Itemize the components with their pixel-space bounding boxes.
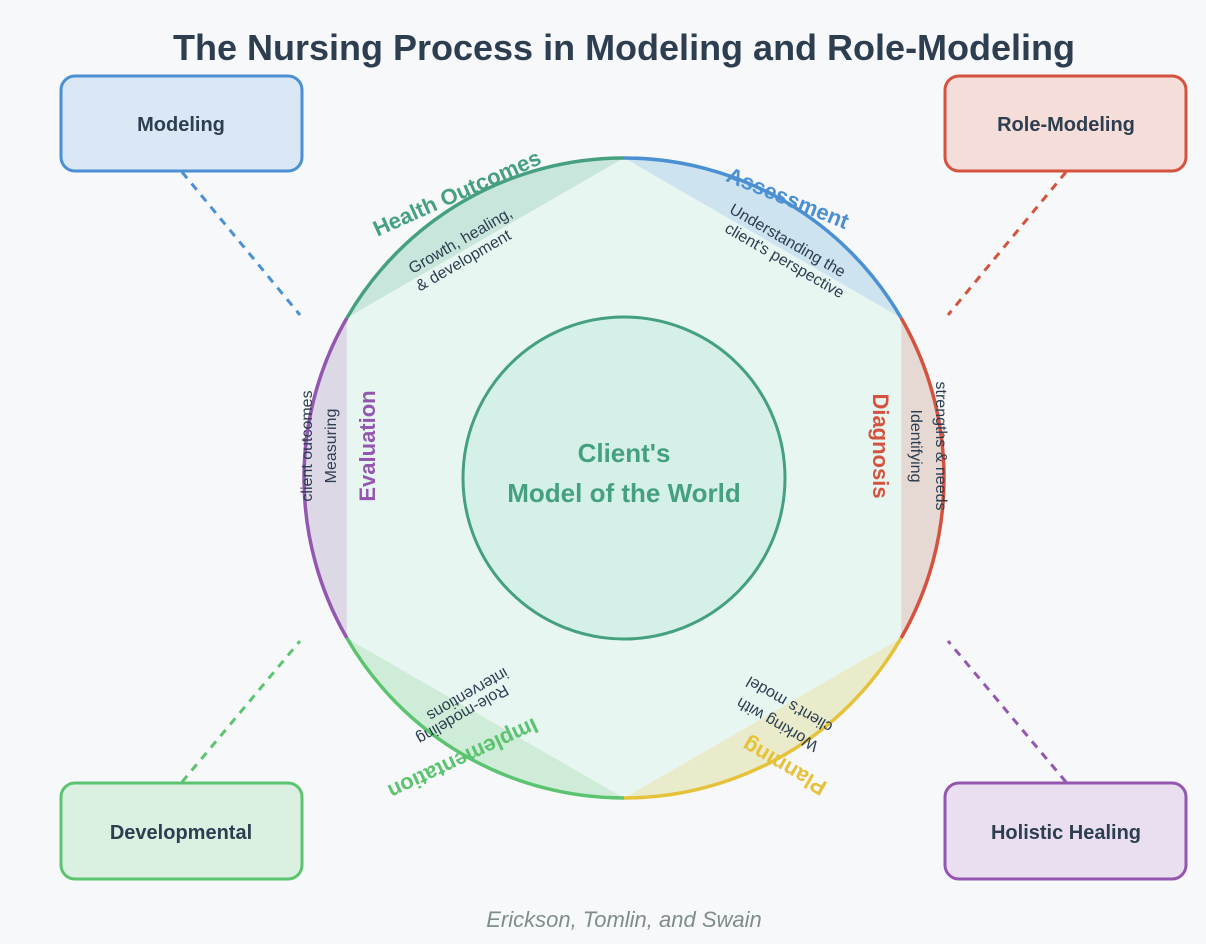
center-title-line2: Model of the World <box>507 478 741 508</box>
corner-label-modeling: Modeling <box>137 114 225 136</box>
connector-developmental <box>180 640 302 783</box>
arc-assessment <box>623 156 903 319</box>
footer-attribution: Erickson, Tomlin, and Swain <box>486 907 762 932</box>
center-title-line1: Client's <box>578 438 671 468</box>
phase-desc-diagnosis-2: strengths & needs <box>932 382 949 511</box>
corner-role-modeling[interactable]: Role-Modeling <box>943 74 1188 173</box>
corner-holistic-healing[interactable]: Holistic Healing <box>943 781 1188 881</box>
corner-label-developmental: Developmental <box>110 822 252 844</box>
phase-desc-evaluation-1: Measuring <box>323 409 340 484</box>
corner-label-holistic-healing: Holistic Healing <box>991 822 1141 844</box>
connector-holistic-healing <box>946 640 1068 783</box>
arc-diagnosis <box>899 317 946 639</box>
segment-implementation <box>346 638 624 798</box>
corner-box-modeling <box>59 74 304 173</box>
segment-health-outcomes <box>346 158 624 318</box>
phase-label-diagnosis: Diagnosis <box>868 393 893 498</box>
segment-planning <box>624 638 902 798</box>
diagram-title: The Nursing Process in Modeling and Role… <box>173 27 1075 68</box>
phase-label-evaluation: Evaluation <box>355 390 380 501</box>
corner-modeling[interactable]: Modeling <box>59 74 304 173</box>
arc-evaluation <box>302 317 349 639</box>
phase-desc-evaluation-2: client outcomes <box>299 390 316 501</box>
phase-evaluation[interactable]: Evaluation Measuring client outcomes <box>299 390 380 501</box>
arc-planning <box>623 637 903 800</box>
arc-implementation <box>345 637 625 800</box>
corner-box-developmental <box>59 781 304 881</box>
corner-box-role-modeling <box>943 74 1188 173</box>
arc-health-outcomes <box>345 156 625 319</box>
segment-assessment <box>624 158 902 318</box>
phase-desc-diagnosis-1: Identifying <box>907 410 924 483</box>
connector-modeling <box>180 171 302 316</box>
connectors <box>180 171 1068 783</box>
corner-developmental[interactable]: Developmental <box>59 781 304 881</box>
phase-diagnosis[interactable]: Diagnosis Identifying strengths & needs <box>868 382 949 511</box>
center-circle <box>461 315 787 641</box>
connector-role-modeling <box>946 171 1068 316</box>
phase-arcs <box>302 156 946 800</box>
corner-box-holistic-healing <box>943 781 1188 881</box>
corner-label-role-modeling: Role-Modeling <box>997 114 1135 136</box>
